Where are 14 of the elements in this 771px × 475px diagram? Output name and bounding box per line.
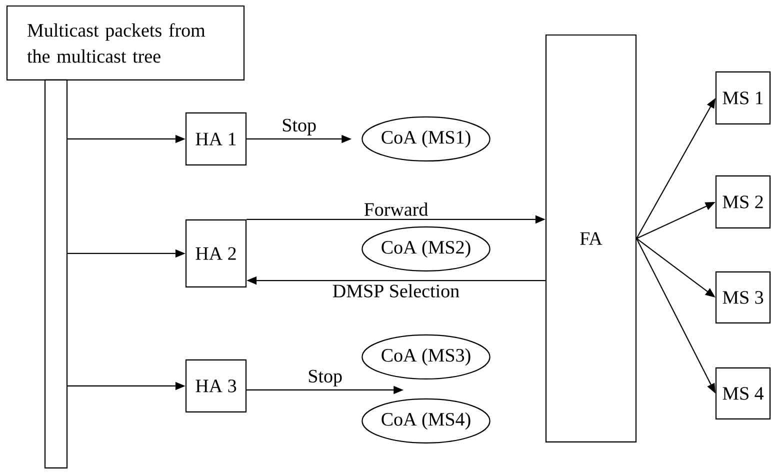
station-box: MS 4 <box>715 367 771 420</box>
agent-box: FA <box>545 34 637 443</box>
edge-label: Forward <box>362 202 430 217</box>
edge-label: Stop <box>306 368 344 388</box>
station-box: MS 2 <box>715 175 771 229</box>
edge-label: DMSP Selection <box>331 283 461 298</box>
agent-box: HA 1 <box>185 112 247 166</box>
source-box: Multicast packets from the multicast tree <box>6 5 245 81</box>
station-box: MS 3 <box>715 271 771 324</box>
agent-box: HA 3 <box>185 359 247 413</box>
agent-box: HA 2 <box>185 219 247 288</box>
station-box: MS 1 <box>715 71 771 125</box>
edge-label: Stop <box>280 118 318 136</box>
vertical-bar <box>44 79 68 469</box>
